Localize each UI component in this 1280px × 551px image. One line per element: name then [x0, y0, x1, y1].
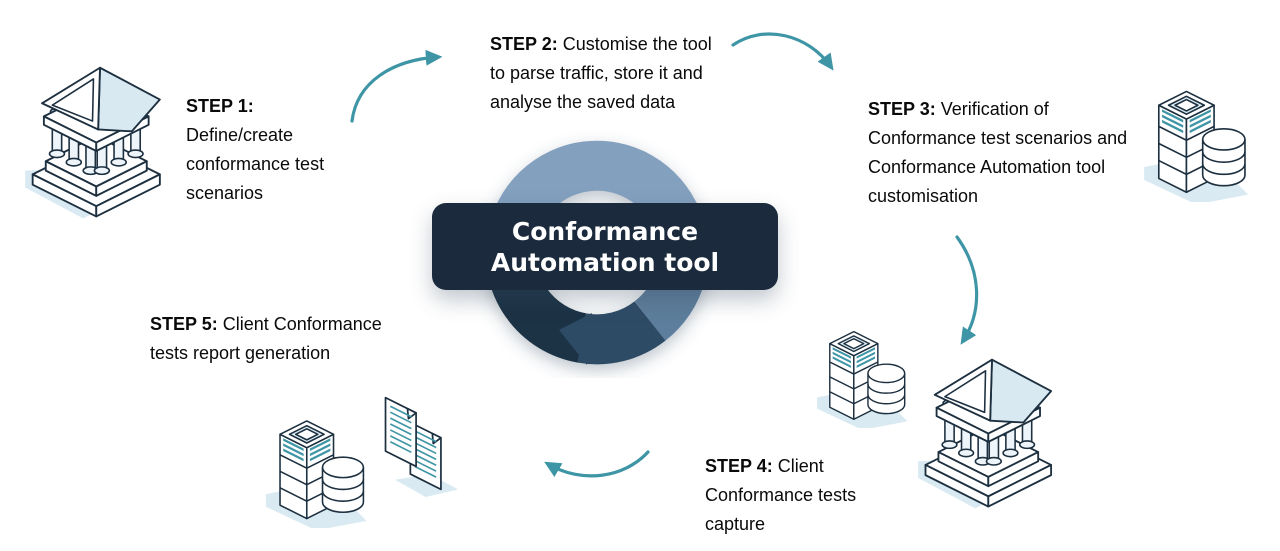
step-1-text: STEP 1: Define/create conformance test s… — [186, 92, 356, 208]
step-5-description: Client Conformance tests report generati… — [150, 314, 382, 363]
step-1-label: STEP 1: — [186, 96, 254, 116]
arrow-step3-to-step4 — [955, 235, 979, 345]
bank-building-icon — [25, 64, 175, 223]
step-2-label: STEP 2: — [490, 34, 558, 54]
central-tool-label: Conformance Automation tool — [432, 203, 778, 290]
step-4-text: STEP 4: Client Conformance tests capture — [705, 452, 865, 539]
step-2-description: Customise the tool to parse traffic, sto… — [490, 34, 712, 112]
bank-building-icon — [918, 356, 1066, 513]
server-database-icon — [258, 406, 376, 528]
title-line-2: Automation tool — [490, 247, 720, 277]
server-database-icon — [1136, 76, 1258, 202]
arrow-step4-to-step5 — [544, 450, 650, 478]
documents-icon — [374, 390, 462, 497]
step-5-label: STEP 5: — [150, 314, 218, 334]
step-3-label: STEP 3: — [868, 99, 936, 119]
server-database-icon — [810, 318, 916, 428]
step-1-description: Define/create conformance test scenarios — [186, 125, 325, 203]
step-4-description: Client Conformance tests capture — [705, 456, 857, 534]
title-line-1: Conformance — [511, 216, 699, 246]
step-4-label: STEP 4: — [705, 456, 773, 476]
step-3-description: Verification of Conformance test scenari… — [868, 99, 1128, 206]
step-3-text: STEP 3: Verification of Conformance test… — [868, 95, 1136, 211]
arrow-step2-to-step3 — [731, 32, 834, 71]
step-5-text: STEP 5: Client Conformance tests report … — [150, 310, 400, 368]
step-2-text: STEP 2: Customise the tool to parse traf… — [490, 30, 730, 117]
arrow-step1-to-step2 — [350, 49, 443, 123]
